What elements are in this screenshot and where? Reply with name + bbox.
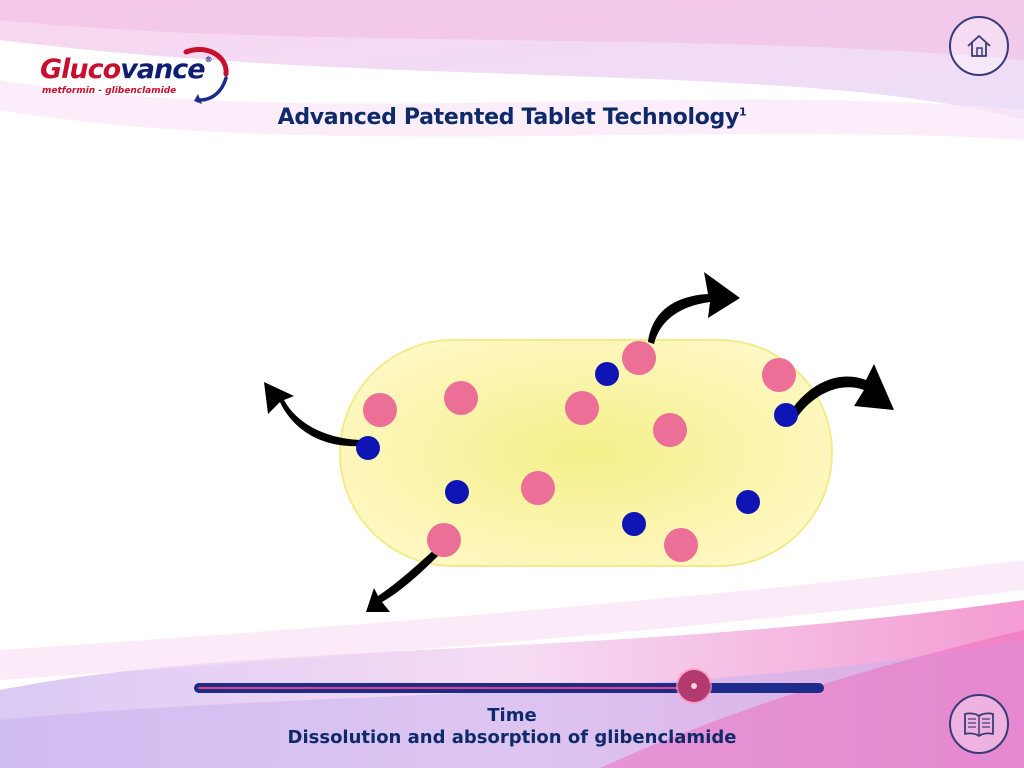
slider-track[interactable] [194, 683, 824, 693]
glibenclamide-particle [774, 403, 798, 427]
metformin-particle [762, 358, 796, 392]
metformin-particle [427, 523, 461, 557]
glucovance-logo: Glucovance® metformin - glibenclamide [36, 44, 236, 114]
logo-swoosh-icon [183, 46, 229, 104]
time-label: Time [487, 705, 537, 726]
logo-part1: Gluco [40, 54, 121, 85]
tablet-diagram [264, 272, 894, 612]
slider-thumb-dot [691, 683, 697, 689]
glibenclamide-particle [356, 436, 380, 460]
title-text: Advanced Patented Tablet Technology [277, 105, 740, 130]
metformin-particles [363, 341, 796, 562]
animation-caption: Dissolution and absorption of glibenclam… [287, 727, 737, 748]
release-arrows [264, 272, 894, 612]
metformin-particle [565, 391, 599, 425]
tablet-body [339, 339, 833, 567]
time-slider[interactable] [194, 670, 824, 706]
metformin-particle [444, 381, 478, 415]
logo-part2: vance [120, 54, 205, 85]
logo-registered-mark: ® [204, 55, 213, 64]
slider-progress-fill [198, 687, 694, 689]
glibenclamide-particle [622, 512, 646, 536]
book-icon [964, 712, 994, 737]
page-title: Advanced Patented Tablet Technology1 [0, 105, 1024, 130]
arrow-upper-left [264, 382, 360, 447]
title-reference-mark: 1 [739, 105, 747, 119]
glibenclamide-particles [356, 362, 798, 536]
arrow-lower-left [366, 548, 442, 612]
arrow-top [648, 272, 740, 344]
slider-thumb[interactable] [678, 670, 710, 702]
references-button[interactable] [949, 694, 1009, 754]
glibenclamide-particle [445, 480, 469, 504]
home-icon [967, 35, 991, 57]
metformin-particle [622, 341, 656, 375]
home-button[interactable] [949, 16, 1009, 76]
glibenclamide-particle [736, 490, 760, 514]
glibenclamide-particle [595, 362, 619, 386]
logo-subtitle: metformin - glibenclamide [42, 86, 177, 96]
metformin-particle [653, 413, 687, 447]
arrow-right [790, 364, 894, 416]
metformin-particle [664, 528, 698, 562]
metformin-particle [521, 471, 555, 505]
metformin-particle [363, 393, 397, 427]
logo-wordmark: Glucovance® [40, 54, 213, 85]
